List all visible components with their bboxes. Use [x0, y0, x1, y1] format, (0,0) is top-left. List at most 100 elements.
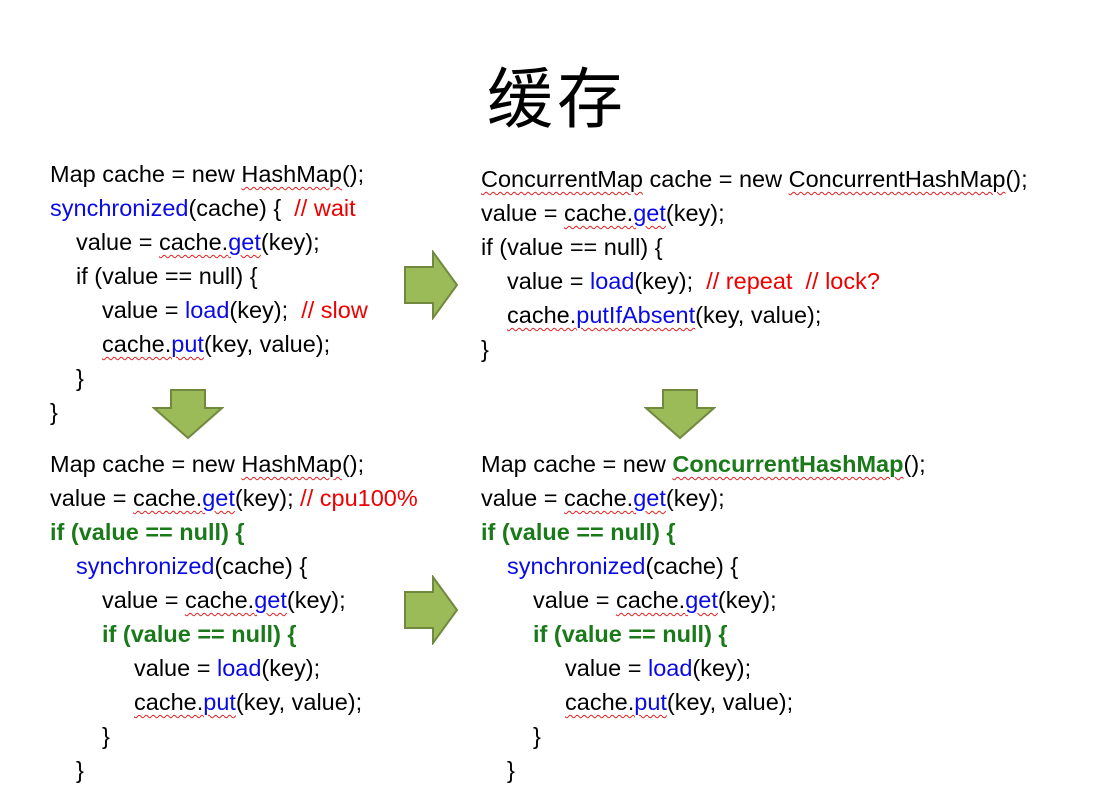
- code-token: value =: [481, 485, 564, 511]
- code-token: value =: [481, 200, 564, 226]
- code-token: cache.: [132, 485, 203, 511]
- code-block-hashmap-double-check: Map cache = new HashMap();value = cache.…: [50, 447, 460, 787]
- code-token: cache.: [102, 331, 172, 357]
- code-line: if (value == null) {: [481, 515, 676, 549]
- code-token: }: [533, 723, 541, 749]
- code-token: load: [216, 655, 262, 681]
- code-token: (cache) {: [645, 553, 739, 579]
- code-token: value =: [50, 485, 133, 511]
- code-token: (key, value);: [203, 331, 331, 357]
- code-token: ();: [341, 451, 365, 477]
- code-token: cache.: [184, 587, 255, 613]
- code-token: }: [76, 365, 84, 391]
- code-token: value =: [565, 655, 648, 681]
- slide-title: 缓存: [487, 61, 627, 138]
- arrow-right-top: [404, 250, 459, 320]
- code-token: value =: [134, 655, 217, 681]
- code-token: get: [202, 485, 235, 511]
- code-token: (key, value);: [666, 689, 794, 715]
- code-token: (key);: [692, 655, 752, 681]
- code-token: synchronized: [50, 195, 189, 221]
- code-token: cache.: [563, 485, 634, 511]
- code-token: cache = new: [642, 166, 789, 192]
- code-token: (key);: [260, 229, 320, 255]
- code-token: }: [481, 336, 489, 362]
- code-token: if (value == null) {: [533, 621, 728, 647]
- code-line: }: [102, 719, 110, 753]
- code-token: ConcurrentMap: [481, 166, 643, 192]
- code-token: Map cache = new: [50, 161, 242, 187]
- code-token: value =: [533, 587, 616, 613]
- code-line: value = cache.get(key); // cpu100%: [50, 481, 418, 515]
- code-token: get: [633, 200, 666, 226]
- code-token: cache.: [134, 689, 204, 715]
- code-line: if (value == null) {: [481, 230, 663, 264]
- code-token: cache.: [158, 229, 229, 255]
- code-token: putIfAbsent: [576, 302, 696, 328]
- code-line: Map cache = new ConcurrentHashMap();: [481, 447, 926, 481]
- code-line: Map cache = new HashMap();: [50, 157, 364, 191]
- code-token: value =: [102, 587, 185, 613]
- code-token: if (value == null) {: [481, 234, 663, 260]
- code-line: value = cache.get(key);: [481, 196, 725, 230]
- code-token: cache.: [565, 689, 635, 715]
- code-line: if (value == null) {: [76, 259, 258, 293]
- code-token: (key);: [665, 485, 725, 511]
- code-token: if (value == null) {: [102, 621, 297, 647]
- code-token: (key);: [286, 587, 346, 613]
- code-line: value = load(key);: [134, 651, 320, 685]
- code-token: get: [254, 587, 287, 613]
- code-block-concurrenthashmap-double-check: Map cache = new ConcurrentHashMap();valu…: [481, 447, 981, 787]
- code-line: value = load(key); // repeat // lock?: [507, 264, 880, 298]
- code-token: cache.: [507, 302, 577, 328]
- code-line: }: [481, 332, 489, 366]
- code-line: value = cache.get(key);: [76, 225, 320, 259]
- code-line: synchronized(cache) { // wait: [50, 191, 356, 225]
- code-token: put: [203, 689, 236, 715]
- code-token: load: [647, 655, 693, 681]
- code-token: if (value == null) {: [50, 519, 245, 545]
- code-token: // wait: [294, 195, 356, 221]
- code-line: ConcurrentMap cache = new ConcurrentHash…: [481, 162, 1028, 196]
- code-token: get: [685, 587, 718, 613]
- arrow-down-right: [644, 389, 716, 440]
- code-token: (key);: [717, 587, 777, 613]
- code-token: if (value == null) {: [76, 263, 258, 289]
- code-token: // cpu100%: [300, 485, 418, 511]
- code-line: cache.put(key, value);: [102, 327, 330, 361]
- code-line: value = load(key);: [565, 651, 751, 685]
- code-line: value = cache.get(key);: [102, 583, 346, 617]
- arrow-right-bottom: [404, 575, 459, 645]
- code-token: load: [589, 268, 635, 294]
- code-token: synchronized: [76, 553, 215, 579]
- code-token: // slow: [301, 297, 368, 323]
- code-token: (key, value);: [235, 689, 363, 715]
- code-line: value = load(key); // slow: [102, 293, 368, 327]
- code-token: (key);: [261, 655, 321, 681]
- code-line: cache.put(key, value);: [134, 685, 362, 719]
- code-line: }: [76, 753, 84, 787]
- code-token: ();: [341, 161, 365, 187]
- code-token: put: [634, 689, 667, 715]
- code-token: (cache) {: [188, 195, 295, 221]
- code-token: (key);: [234, 485, 301, 511]
- code-line: synchronized(cache) {: [76, 549, 307, 583]
- code-token: Map cache = new: [50, 451, 242, 477]
- code-token: (key);: [665, 200, 725, 226]
- code-token: HashMap: [241, 451, 342, 477]
- code-token: (key);: [634, 268, 707, 294]
- code-token: (key);: [229, 297, 302, 323]
- code-token: HashMap: [241, 161, 342, 187]
- code-token: // repeat // lock?: [706, 268, 880, 294]
- code-token: if (value == null) {: [481, 519, 676, 545]
- code-token: }: [102, 723, 110, 749]
- code-line: value = cache.get(key);: [481, 481, 725, 515]
- code-token: (key, value);: [695, 302, 822, 328]
- code-token: cache.: [615, 587, 686, 613]
- code-token: put: [171, 331, 204, 357]
- code-line: value = cache.get(key);: [533, 583, 777, 617]
- code-token: }: [507, 757, 515, 783]
- code-line: if (value == null) {: [102, 617, 297, 651]
- code-token: value =: [76, 229, 159, 255]
- code-line: Map cache = new HashMap();: [50, 447, 364, 481]
